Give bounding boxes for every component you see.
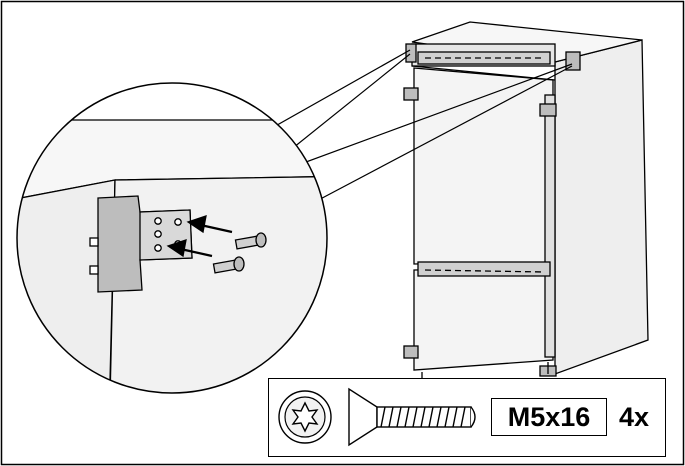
screw-upper [234,232,267,250]
detail-magnifier [16,82,328,394]
countersunk-screw-icon [348,387,476,447]
insert-arrow-lower [166,239,213,258]
screw-lower [212,256,245,274]
appliance-body [403,21,649,380]
screw-size-label: M5x16 [491,398,607,436]
screw-quantity-label: 4x [619,402,650,432]
legend-art [278,387,476,447]
insert-arrow-upper [186,215,233,234]
hardware-legend: M5x16 4x [268,378,666,457]
torx-head-icon [278,390,332,444]
